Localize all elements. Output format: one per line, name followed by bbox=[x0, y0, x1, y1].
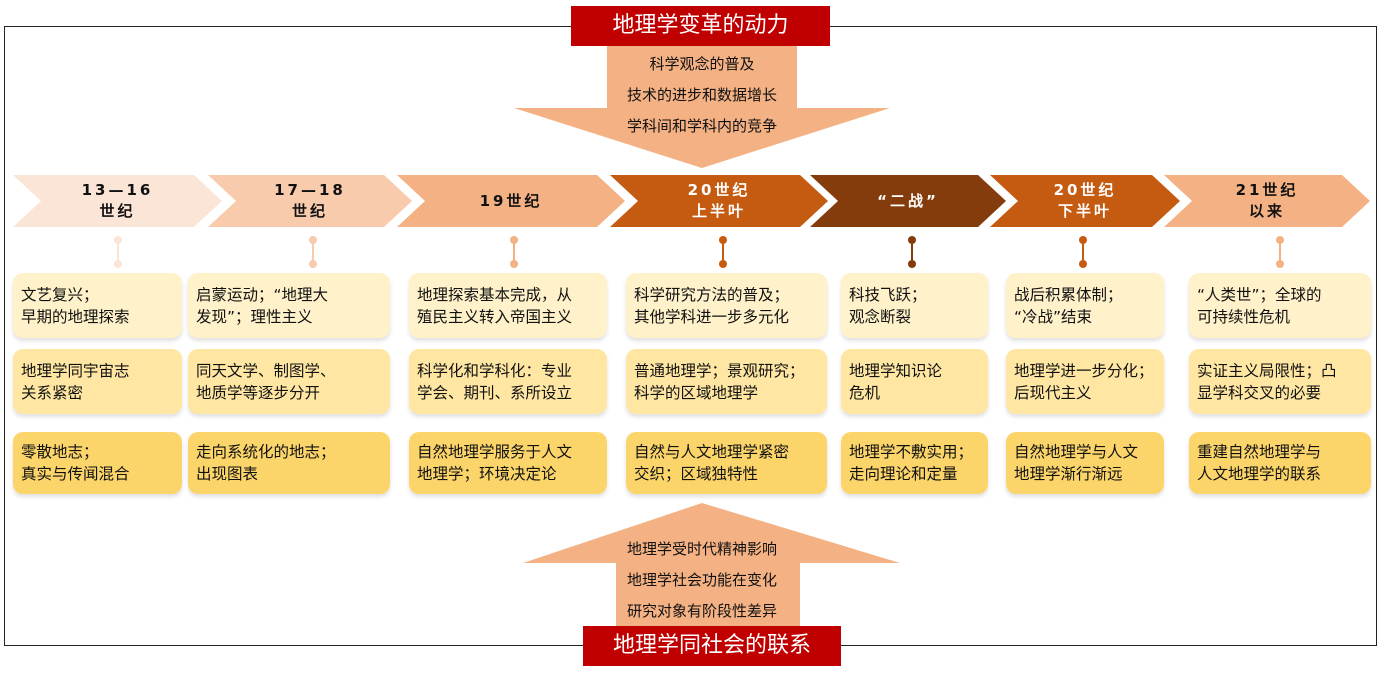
stage-label-line2: 上半叶 bbox=[691, 202, 746, 220]
down-arrow bbox=[514, 44, 890, 168]
stage-4-box-1: 科学研究方法的普及； 其他学科进一步多元化 bbox=[626, 273, 827, 338]
driver-line-2: 技术的进步和数据增长 bbox=[626, 86, 777, 104]
stage-connector-4 bbox=[717, 234, 729, 270]
stage-connector-7 bbox=[1274, 234, 1286, 270]
stage-label-2: 17—18 世纪 bbox=[226, 175, 394, 227]
stage-5-box-2: 地理学知识论 危机 bbox=[841, 349, 988, 414]
up-arrow bbox=[523, 503, 900, 632]
stage-label-line1: 20世纪 bbox=[1053, 181, 1117, 199]
stage-label-line1: “二战” bbox=[877, 191, 939, 210]
stage-label-line2: 以来 bbox=[1248, 202, 1285, 220]
stage-label-line2: 下半叶 bbox=[1057, 202, 1112, 220]
stage-connector-6 bbox=[1077, 234, 1089, 270]
stage-label-3: 19世纪 bbox=[415, 175, 607, 227]
stage-label-line1: 19世纪 bbox=[479, 191, 543, 210]
box-text: 启蒙运动；“地理大 发现”；理性主义 bbox=[196, 285, 329, 326]
stage-3-box-1: 地理探索基本完成，从 殖民主义转入帝国主义 bbox=[409, 273, 607, 338]
stage-label-line1: 13—16 bbox=[81, 181, 154, 199]
box-text: 自然地理学服务于人文 地理学；环境决定论 bbox=[417, 443, 573, 483]
box-text: 重建自然地理学与 人文地理学的联系 bbox=[1197, 443, 1322, 483]
stage-label-5: “二战” bbox=[828, 175, 988, 227]
stage-3-box-2: 科学化和学科化：专业 学会、期刊、系所设立 bbox=[409, 349, 607, 414]
bottom-title: 地理学同社会的联系 bbox=[583, 626, 841, 666]
box-text: 地理学进一步分化； 后现代主义 bbox=[1014, 361, 1154, 402]
society-line-3: 研究对象有阶段性差异 bbox=[626, 602, 777, 620]
box-text: 地理探索基本完成，从 殖民主义转入帝国主义 bbox=[417, 285, 573, 326]
stage-7-box-1: “人类世”；全球的 可持续性危机 bbox=[1189, 273, 1371, 338]
driver-line-1: 科学观念的普及 bbox=[649, 55, 755, 73]
stage-6-box-3: 自然地理学与人文 地理学渐行渐远 bbox=[1006, 432, 1164, 494]
stage-label-line2: 世纪 bbox=[291, 202, 328, 220]
stage-chevron-3 bbox=[397, 175, 625, 227]
stage-5-box-3: 地理学不敷实用； 走向理论和定量 bbox=[841, 432, 988, 494]
driver-line-3: 学科间和学科内的竞争 bbox=[626, 117, 777, 135]
stage-chevron-5 bbox=[810, 175, 1006, 227]
stage-2-box-2: 同天文学、制图学、 地质学等逐步分开 bbox=[188, 349, 390, 414]
stage-6-box-2: 地理学进一步分化； 后现代主义 bbox=[1006, 349, 1164, 414]
box-text: 地理学不敷实用； 走向理论和定量 bbox=[849, 443, 974, 483]
stage-chevron-1 bbox=[13, 175, 222, 227]
stage-chevron-7 bbox=[1164, 175, 1370, 227]
stage-label-line2: 世纪 bbox=[99, 202, 136, 220]
stage-connector-1 bbox=[112, 234, 124, 270]
box-text: 走向系统化的地志； 出现图表 bbox=[196, 443, 336, 483]
box-text: 文艺复兴； 早期的地理探索 bbox=[21, 285, 130, 326]
stage-chevron-4 bbox=[610, 175, 828, 227]
timeline-chevrons bbox=[13, 175, 1370, 227]
stage-4-box-3: 自然与人文地理学紧密 交织；区域独特性 bbox=[626, 432, 827, 494]
society-line-2: 地理学社会功能在变化 bbox=[626, 571, 777, 589]
stage-label-line1: 17—18 bbox=[274, 181, 346, 199]
stage-3-box-3: 自然地理学服务于人文 地理学；环境决定论 bbox=[409, 432, 607, 494]
top-title: 地理学变革的动力 bbox=[571, 6, 830, 46]
stage-connector-5 bbox=[906, 234, 918, 270]
box-text: 科技飞跃； 观念断裂 bbox=[849, 285, 927, 326]
box-text: 实证主义局限性；凸 显学科交叉的必要 bbox=[1197, 361, 1337, 402]
stage-label-4: 20世纪上半叶 bbox=[628, 175, 810, 227]
stage-label-7: 21世纪以来 bbox=[1182, 175, 1352, 227]
box-text: 普通地理学；景观研究； 科学的区域地理学 bbox=[634, 361, 805, 402]
stage-label-1: 13—16 世纪 bbox=[31, 175, 204, 227]
stage-1-box-3: 零散地志； 真实与传闻混合 bbox=[13, 432, 182, 494]
stage-5-box-1: 科技飞跃； 观念断裂 bbox=[841, 273, 988, 338]
society-line-1: 地理学受时代精神影响 bbox=[626, 540, 777, 558]
stage-label-line1: 20世纪 bbox=[687, 181, 751, 199]
box-text: “人类世”；全球的 可持续性危机 bbox=[1197, 285, 1322, 326]
stage-chevron-6 bbox=[990, 175, 1180, 227]
box-text: 地理学同宇宙志 关系紧密 bbox=[21, 361, 130, 402]
stage-1-box-2: 地理学同宇宙志 关系紧密 bbox=[13, 349, 182, 414]
box-text: 科学研究方法的普及； 其他学科进一步多元化 bbox=[634, 285, 790, 326]
box-text: 自然与人文地理学紧密 交织；区域独特性 bbox=[634, 443, 790, 483]
box-text: 科学化和学科化：专业 学会、期刊、系所设立 bbox=[417, 361, 573, 402]
stage-2-box-1: 启蒙运动；“地理大 发现”；理性主义 bbox=[188, 273, 390, 338]
stage-1-box-1: 文艺复兴； 早期的地理探索 bbox=[13, 273, 182, 338]
box-text: 战后积累体制； “冷战”结束 bbox=[1014, 285, 1123, 326]
stage-connector-2 bbox=[307, 234, 319, 270]
stage-7-box-2: 实证主义局限性；凸 显学科交叉的必要 bbox=[1189, 349, 1371, 414]
stage-label-line1: 21世纪 bbox=[1235, 181, 1299, 199]
box-text: 同天文学、制图学、 地质学等逐步分开 bbox=[196, 361, 336, 402]
stage-label-6: 20世纪下半叶 bbox=[1008, 175, 1162, 227]
stage-chevron-2 bbox=[208, 175, 412, 227]
box-text: 地理学知识论 危机 bbox=[849, 361, 943, 402]
stage-2-box-3: 走向系统化的地志； 出现图表 bbox=[188, 432, 390, 494]
stage-4-box-2: 普通地理学；景观研究； 科学的区域地理学 bbox=[626, 349, 827, 414]
box-text: 零散地志； 真实与传闻混合 bbox=[21, 443, 130, 483]
box-text: 自然地理学与人文 地理学渐行渐远 bbox=[1014, 443, 1139, 483]
stage-6-box-1: 战后积累体制； “冷战”结束 bbox=[1006, 273, 1164, 338]
stage-7-box-3: 重建自然地理学与 人文地理学的联系 bbox=[1189, 432, 1371, 494]
stage-connector-3 bbox=[508, 234, 520, 270]
